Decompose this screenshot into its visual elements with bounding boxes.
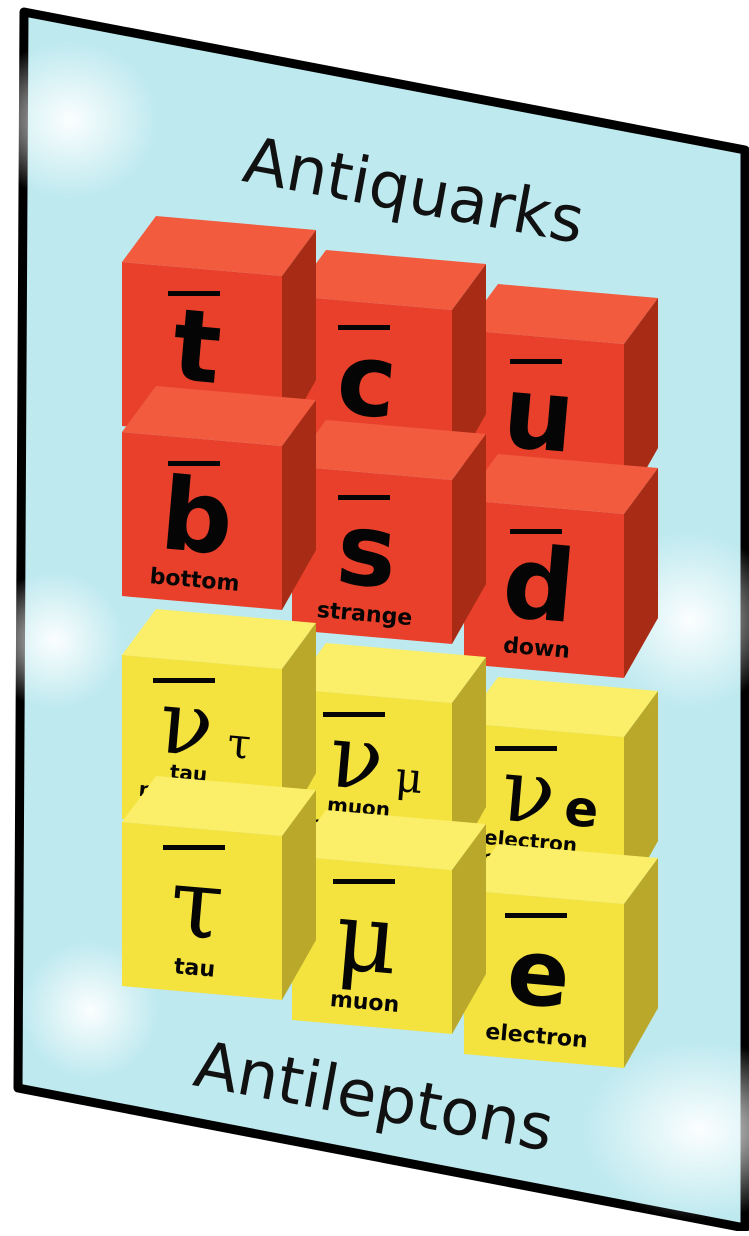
flavor-subscript: μ xyxy=(394,752,425,803)
particle-symbol: d xyxy=(498,523,580,646)
electron-symbol: e xyxy=(503,918,574,1030)
flavor-subscript: e xyxy=(562,779,601,840)
particle-name: tau xyxy=(173,954,216,982)
flavor-subscript: τ xyxy=(226,718,253,769)
mu-symbol: μ xyxy=(331,880,403,997)
particle-symbol: s xyxy=(332,490,402,612)
tau-symbol: τ xyxy=(166,846,229,962)
particle-symbol: b xyxy=(156,455,238,578)
